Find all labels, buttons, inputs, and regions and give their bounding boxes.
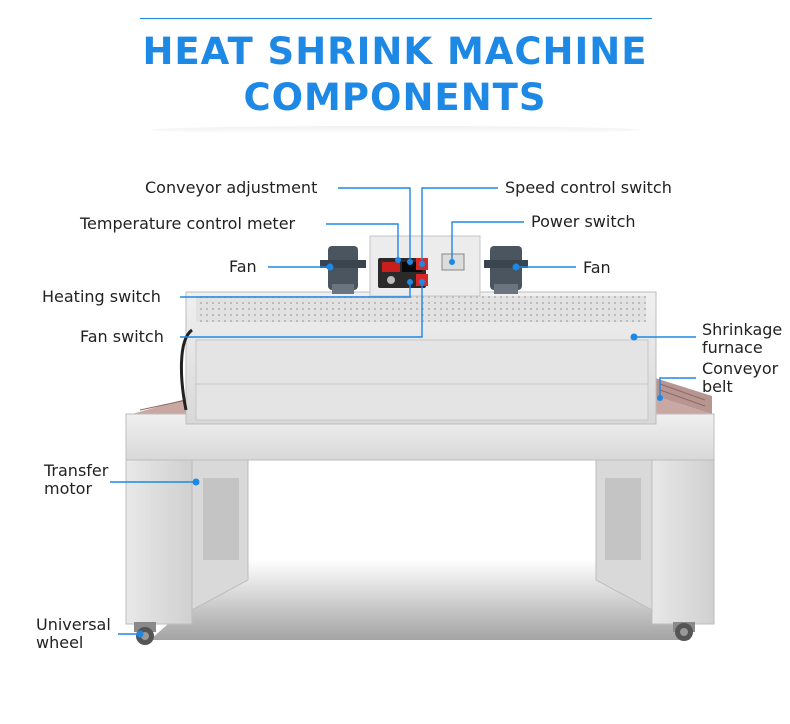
- label-conveyor-belt-line-2: belt: [702, 377, 733, 396]
- dot-fan-right: [512, 263, 520, 271]
- label-heating-switch: Heating switch: [42, 287, 161, 306]
- label-shrinkage-furnace-line-2: furnace: [702, 338, 763, 357]
- dot-temperature-control-meter: [395, 257, 401, 263]
- leader-speed-control-switch: [421, 187, 498, 264]
- dot-conveyor-adjustment: [407, 259, 413, 265]
- label-power-switch: Power switch: [531, 212, 636, 231]
- label-universal-wheel-line-2: wheel: [36, 633, 84, 652]
- dot-transfer-motor: [192, 478, 200, 486]
- control-box: [369, 235, 481, 297]
- page-title-line-2: COMPONENTS: [243, 76, 547, 119]
- dot-shrinkage-furnace: [630, 333, 638, 341]
- leader-lines: [110, 187, 696, 635]
- title-shadow: [150, 126, 640, 134]
- label-fan-left: Fan: [229, 257, 257, 276]
- label-speed-control-switch: Speed control switch: [505, 178, 672, 197]
- label-fan-switch: Fan switch: [80, 327, 164, 346]
- label-fan-right: Fan: [583, 258, 611, 277]
- power-cable: [179, 328, 194, 411]
- label-conveyor-belt-line-1: Conveyor: [702, 359, 779, 378]
- table-frame: [125, 413, 715, 625]
- page-title-line-1: HEAT SHRINK MACHINE: [142, 30, 648, 73]
- floor-shadow: [150, 560, 690, 640]
- dot-speed-control-switch: [419, 261, 425, 267]
- wheel-right: [673, 622, 695, 641]
- label-transfer-motor-line-2: motor: [44, 479, 93, 498]
- dot-fan-switch: [419, 279, 425, 285]
- dot-conveyor-belt: [657, 395, 663, 401]
- leader-conveyor-belt: [659, 377, 696, 398]
- label-universal-wheel-line-1: Universal: [36, 615, 111, 634]
- dot-fan-left: [326, 263, 334, 271]
- label-temperature-control-meter: Temperature control meter: [80, 214, 296, 233]
- dot-power-switch: [449, 259, 455, 265]
- leader-fan-switch: [180, 282, 423, 338]
- leader-conveyor-adjustment: [338, 187, 411, 262]
- leader-temperature-control-meter: [326, 223, 399, 260]
- fan-motor-left: [320, 246, 366, 294]
- shrinkage-furnace-body: [185, 291, 657, 425]
- leader-dots: [136, 257, 663, 638]
- leader-power-switch: [451, 221, 524, 262]
- label-shrinkage-furnace-line-1: Shrinkage: [702, 320, 783, 339]
- top-rule: [140, 18, 652, 19]
- label-transfer-motor-line-1: Transfer: [44, 461, 109, 480]
- label-conveyor-adjustment: Conveyor adjustment: [145, 178, 318, 197]
- fan-motor-right: [484, 246, 528, 294]
- leader-heating-switch: [180, 282, 411, 298]
- dot-universal-wheel: [136, 630, 144, 638]
- dot-heating-switch: [407, 279, 413, 285]
